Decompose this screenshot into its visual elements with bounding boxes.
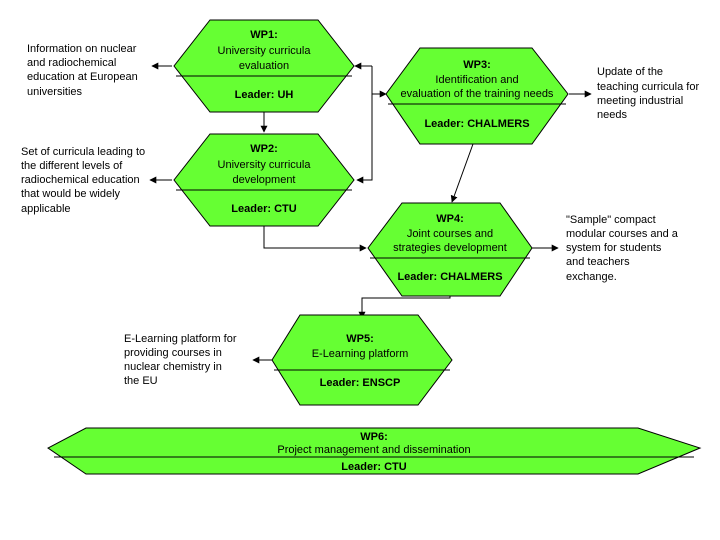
wp5-line-1: E-Learning platform bbox=[312, 348, 409, 360]
wp3-leader: Leader: CHALMERS bbox=[424, 118, 529, 130]
connector-wp2-wp3 bbox=[356, 94, 373, 184]
connector-wp1-wp3 bbox=[371, 66, 387, 98]
note-line: radiochemical education bbox=[21, 174, 140, 186]
wp4-leader: Leader: CHALMERS bbox=[397, 271, 502, 283]
wp3-line-2: evaluation of the training needs bbox=[401, 88, 554, 100]
wp3-box: WP3: Identification and evaluation of th… bbox=[385, 47, 569, 145]
note-wp3-output: Update of the teaching curricula for mee… bbox=[597, 66, 699, 121]
connector-wp2-wp4 bbox=[263, 226, 367, 252]
note-line: teaching curricula for bbox=[597, 81, 699, 93]
wp4-id: WP4: bbox=[436, 213, 464, 225]
note-line: that would be widely bbox=[21, 188, 121, 200]
wp1-leader: Leader: UH bbox=[235, 89, 294, 101]
wp3-line-1: Identification and bbox=[435, 74, 518, 86]
note-wp1-output: Information on nuclear and radiochemical… bbox=[27, 43, 138, 98]
note-line: and teachers bbox=[566, 256, 630, 268]
wp3-id: WP3: bbox=[463, 59, 491, 71]
wp2-id: WP2: bbox=[250, 143, 278, 155]
wp5-box: WP5: E-Learning platform Leader: ENSCP bbox=[271, 314, 453, 406]
wp1-box: WP1: University curricula evaluation Lea… bbox=[173, 19, 355, 113]
note-line: system for students bbox=[566, 242, 662, 254]
note-line: the different levels of bbox=[21, 160, 123, 172]
note-line: nuclear chemistry in bbox=[124, 361, 222, 373]
wp2-box: WP2: University curricula development Le… bbox=[173, 133, 355, 227]
note-line: providing courses in bbox=[124, 347, 222, 359]
wp6-line-1: Project management and dissemination bbox=[277, 444, 470, 456]
wp1-line-1: University curricula bbox=[218, 45, 312, 57]
wp2-line-2: development bbox=[233, 174, 296, 186]
note-wp4-output: "Sample" compact modular courses and a s… bbox=[566, 214, 679, 283]
wp4-line-1: Joint courses and bbox=[407, 228, 493, 240]
wp1-line-2: evaluation bbox=[239, 60, 289, 72]
note-line: applicable bbox=[21, 203, 71, 215]
note-line: needs bbox=[597, 109, 627, 121]
wp4-line-2: strategies development bbox=[393, 242, 507, 254]
note-line: exchange. bbox=[566, 271, 617, 283]
note-line: Update of the bbox=[597, 66, 663, 78]
wp2-leader: Leader: CTU bbox=[231, 203, 296, 215]
note-wp2-output: Set of curricula leading to the differen… bbox=[21, 146, 145, 215]
note-line: E-Learning platform for bbox=[124, 333, 237, 345]
connector-wp4-wp5 bbox=[358, 296, 451, 319]
note-line: universities bbox=[27, 86, 83, 98]
connector-wp3-wp4 bbox=[450, 143, 474, 203]
note-line: education at European bbox=[27, 71, 138, 83]
wp6-leader: Leader: CTU bbox=[341, 461, 406, 473]
note-line: modular courses and a bbox=[566, 228, 679, 240]
wp1-id: WP1: bbox=[250, 29, 278, 41]
wp5-id: WP5: bbox=[346, 333, 374, 345]
note-line: meeting industrial bbox=[597, 95, 683, 107]
note-wp5-output: E-Learning platform for providing course… bbox=[124, 333, 237, 387]
note-line: Information on nuclear bbox=[27, 43, 137, 55]
note-line: Set of curricula leading to bbox=[21, 146, 145, 158]
note-line: "Sample" compact bbox=[566, 214, 656, 226]
wp2-line-1: University curricula bbox=[218, 159, 312, 171]
wp4-box: WP4: Joint courses and strategies develo… bbox=[367, 202, 533, 297]
wp6-id: WP6: bbox=[360, 431, 388, 443]
note-line: and radiochemical bbox=[27, 57, 116, 69]
wp6-box: WP6: Project management and disseminatio… bbox=[47, 427, 702, 475]
wp5-leader: Leader: ENSCP bbox=[320, 377, 401, 389]
note-line: the EU bbox=[124, 375, 158, 387]
